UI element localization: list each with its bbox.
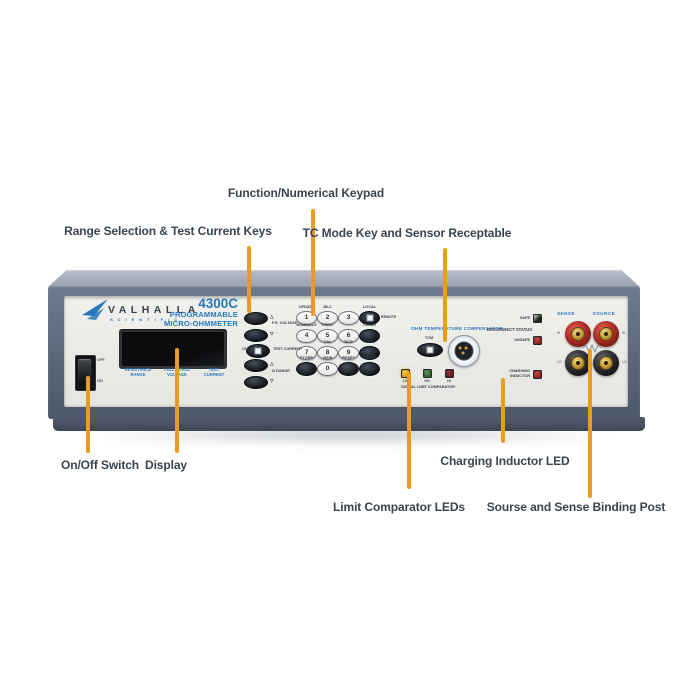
keypad-key-clear[interactable]: CLEAR [359,323,380,343]
leader-display [175,348,179,453]
model-block: 4300C PROGRAMMABLE MICRO-OHMMETER [164,297,238,328]
tcm-key-label: TCM [424,336,434,340]
local-key-square [366,314,373,322]
limit-go-label: GO [424,379,430,383]
ohm-range-up-button[interactable] [244,359,268,372]
keypad-key-0[interactable]: VIEW 0 [317,356,338,376]
keypad-key-6[interactable]: 6 [338,329,359,343]
fs-voltage-label: F.S. VOLTAGE [272,321,298,325]
keypad-key-store[interactable]: STORE [296,356,317,376]
keypad-key-5[interactable]: PRINT 5 [317,323,338,343]
source-label: SOURCE [592,311,616,316]
display-caption-resistance-range: RESISTANCE RANGE [124,367,152,377]
limit-go-led [423,369,432,378]
keypad-key-func[interactable]: FUNC [359,340,380,360]
keypad-key-2[interactable]: MLC 2 [317,305,338,325]
model-number: 4300C [198,296,238,311]
annotation-range-keys: Range Selection & Test Current Keys [64,224,272,238]
limit-hi-label: HI [447,379,451,383]
sense-label: SENSE [556,311,576,316]
disconnect-status-title: DISCONNECT STATUS [487,327,532,332]
model-subtitle-2: MICRO-OHMMETER [163,318,238,328]
annotation-binding-post: Sourse and Sense Binding Post [486,500,666,514]
source-lo-tag: LO [622,360,627,364]
tcm-key-square [426,346,434,354]
annotation-display: Display [145,458,187,472]
limit-lo-label: LO [402,379,408,383]
ohm-range-up-marker: △ [270,361,274,366]
unsafe-led [533,336,542,345]
leader-tc-mode [443,248,447,342]
sense-lo-binding-post[interactable] [565,350,591,376]
keypad-key-8[interactable]: CAL 8 [317,340,338,360]
test-current-label: TEST CURRENT [273,347,303,351]
fs-voltage-down-button[interactable] [244,329,268,342]
remote-label: REMOTE [381,315,397,319]
unsafe-label: UNSAFE [514,338,530,342]
brand-subtitle: SCIENTIFIC [110,317,183,322]
annotation-on-off: On/Off Switch [60,458,140,472]
model-subtitle-1: PROGRAMMABLE [169,310,238,319]
keypad-key-3[interactable]: 3 [338,311,359,325]
ohm-range-down-button[interactable] [244,376,268,389]
keypad-key-7[interactable]: 7 [296,346,317,360]
annotation-function-keypad: Function/Numerical Keypad [227,186,385,200]
safe-label: SAFE [519,316,530,320]
tcm-key[interactable] [417,343,443,357]
device-top-surface [48,270,640,287]
annotation-charging-inductor: Charging Inductor LED [440,454,570,468]
sense-lo-tag: LO [557,360,562,364]
test-current-on-label: ON [242,347,248,351]
charging-inductor-label-1: CHARGING [509,369,530,373]
keypad-key-reset[interactable]: RESET [338,356,359,376]
display-caption-test-current: TEST CURRENT [203,367,225,377]
charging-inductor-led [533,370,542,379]
charging-inductor-label-2: INDUCTOR [510,374,530,378]
limit-comparator-title: DIGITAL LIMIT COMPARATOR [401,385,455,389]
sense-hi-tag: HI [557,331,561,335]
ohm-range-down-marker: ▽ [270,378,274,383]
keypad-key-enter[interactable]: ENTER [359,356,380,376]
tc-compensator-title: OHM TEMPERATURE COMPENSATOR [411,326,503,331]
source-hi-tag: HI [622,331,626,335]
leader-on-off [86,376,90,453]
valhalla-logo-icon [82,299,108,320]
fs-voltage-up-button[interactable] [244,312,268,325]
test-current-key-square [254,347,262,355]
device-bottom-chassis [53,417,645,431]
power-on-label: ON [97,379,103,383]
fs-voltage-down-marker: ▽ [270,331,274,336]
keypad-key-9[interactable]: BCD 9 [338,340,359,360]
source-lo-binding-post[interactable] [593,350,619,376]
leader-limit-comparator [407,372,411,489]
leader-charging-inductor [501,378,505,443]
display-screen [122,332,224,366]
test-current-button[interactable] [246,344,270,358]
leader-binding-post [588,349,592,498]
keypad-key-local[interactable]: LOCAL [359,305,380,325]
limit-hi-led [445,369,454,378]
keypad-key-4[interactable]: NOMINALS 4 [296,323,317,343]
safe-led [533,314,542,323]
source-hi-binding-post[interactable] [593,321,619,347]
sensor-receptacle-socket [454,341,474,361]
fs-voltage-up-marker: △ [270,314,274,319]
sense-hi-binding-post[interactable] [565,321,591,347]
resistor-squiggle-icon [582,344,602,353]
sensor-receptacle[interactable] [448,335,480,367]
brand-name: VALHALLA [108,304,200,316]
leader-range-keys [247,246,251,313]
annotation-limit-comparator: Limit Comparator LEDs [333,500,465,514]
annotation-tc-mode: TC Mode Key and Sensor Receptable [302,226,512,240]
ohm-range-label: Ω RANGE [272,369,290,373]
leader-function-keypad [311,209,315,316]
power-off-label: OFF [97,358,105,362]
